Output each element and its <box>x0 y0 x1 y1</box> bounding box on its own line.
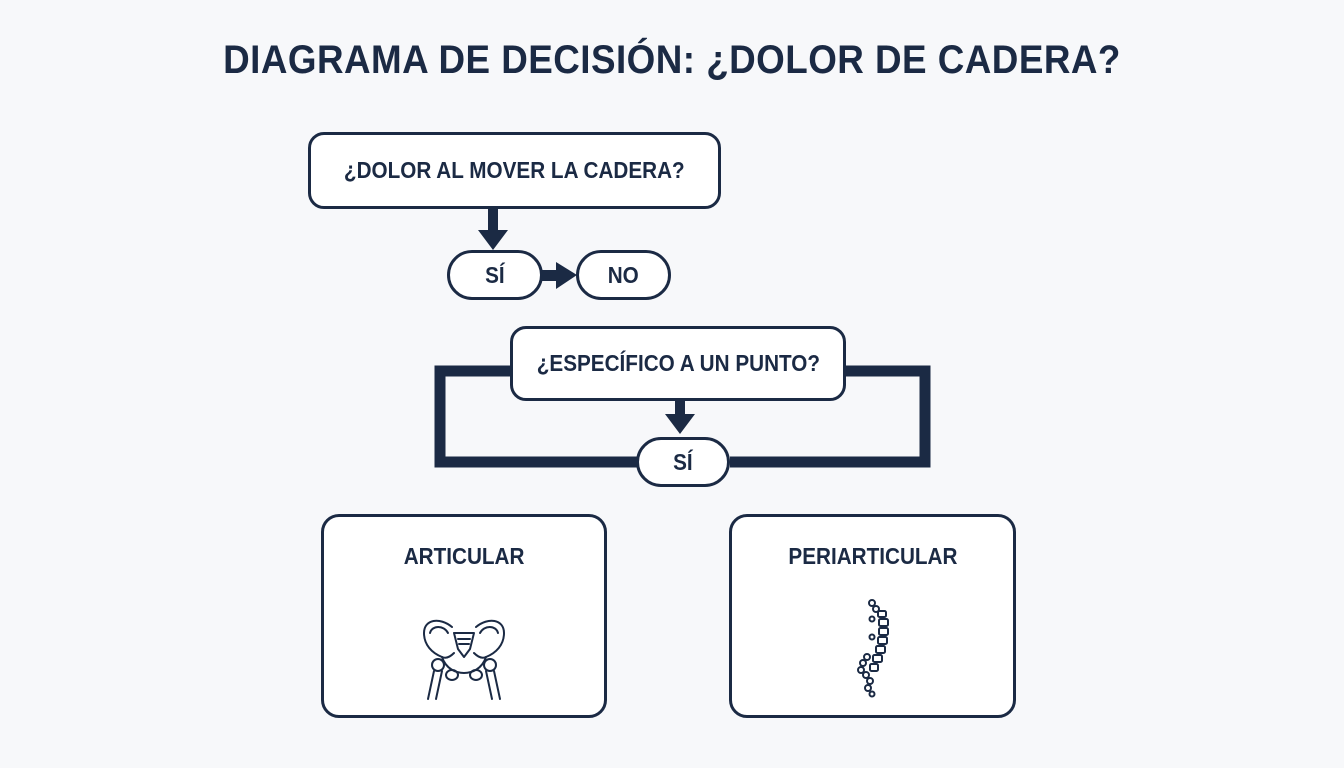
answer-yes-node-2: SÍ <box>636 437 730 487</box>
pelvis-icon <box>423 619 505 700</box>
outcome-label-periarticular: PERIARTICULAR <box>787 543 958 569</box>
question-node-1: ¿DOLOR AL MOVER LA CADERA? <box>308 132 721 209</box>
arrowhead-q2-down <box>665 414 695 434</box>
loop-left <box>434 365 637 468</box>
diagram-title: DIAGRAMA DE DECISIÓN: ¿DOLOR DE CADERA? <box>223 38 1121 82</box>
spine-icon <box>857 599 889 698</box>
arrowhead-q1-down <box>478 230 508 250</box>
answer-yes-2-text: SÍ <box>673 448 693 475</box>
outcome-label-articular: ARTICULAR <box>403 543 525 569</box>
answer-no-1-text: NO <box>607 261 640 288</box>
outcome-card-periarticular: PERIARTICULAR <box>729 514 1016 718</box>
answer-yes-1-text: SÍ <box>485 261 505 288</box>
connector-q2-down <box>675 400 685 416</box>
outcome-card-articular: ARTICULAR <box>321 514 607 718</box>
question-2-text: ¿ESPECÍFICO A UN PUNTO? <box>536 350 820 376</box>
answer-yes-node-1: SÍ <box>447 250 543 300</box>
question-1-text: ¿DOLOR AL MOVER LA CADERA? <box>344 157 685 183</box>
answer-no-node-1: NO <box>576 250 671 300</box>
loop-right <box>730 365 931 468</box>
question-node-2: ¿ESPECÍFICO A UN PUNTO? <box>510 326 846 401</box>
connector-q1-down <box>488 208 498 232</box>
connector-si-no <box>541 270 559 281</box>
arrowhead-si-no <box>556 262 577 289</box>
